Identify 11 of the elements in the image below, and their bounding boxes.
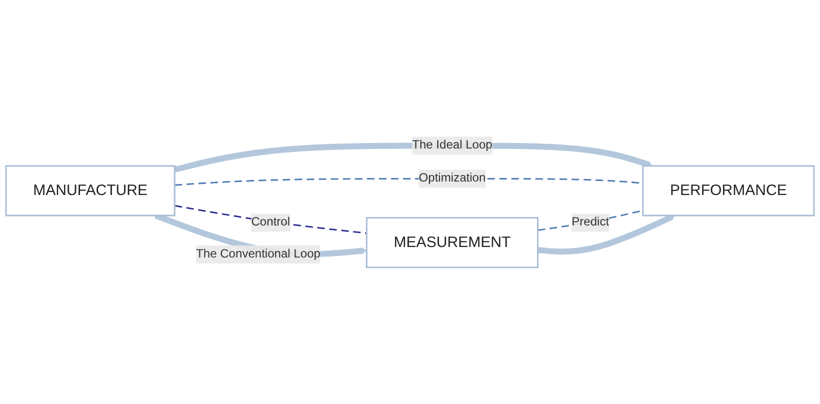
arrow — [154, 212, 367, 257]
node-box: PERFORMANCE — [642, 165, 815, 216]
edge-label: Predict — [572, 216, 610, 229]
edge-label: The Conventional Loop — [196, 248, 320, 260]
arrow — [538, 214, 676, 255]
edge-label: Control — [251, 216, 290, 229]
node-box: MANUFACTURE — [5, 165, 176, 216]
connector — [174, 204, 367, 234]
node-box: MEASUREMENT — [366, 217, 539, 268]
edge-label: The Ideal Loop — [412, 138, 492, 152]
edge-label: Optimization — [418, 172, 486, 185]
